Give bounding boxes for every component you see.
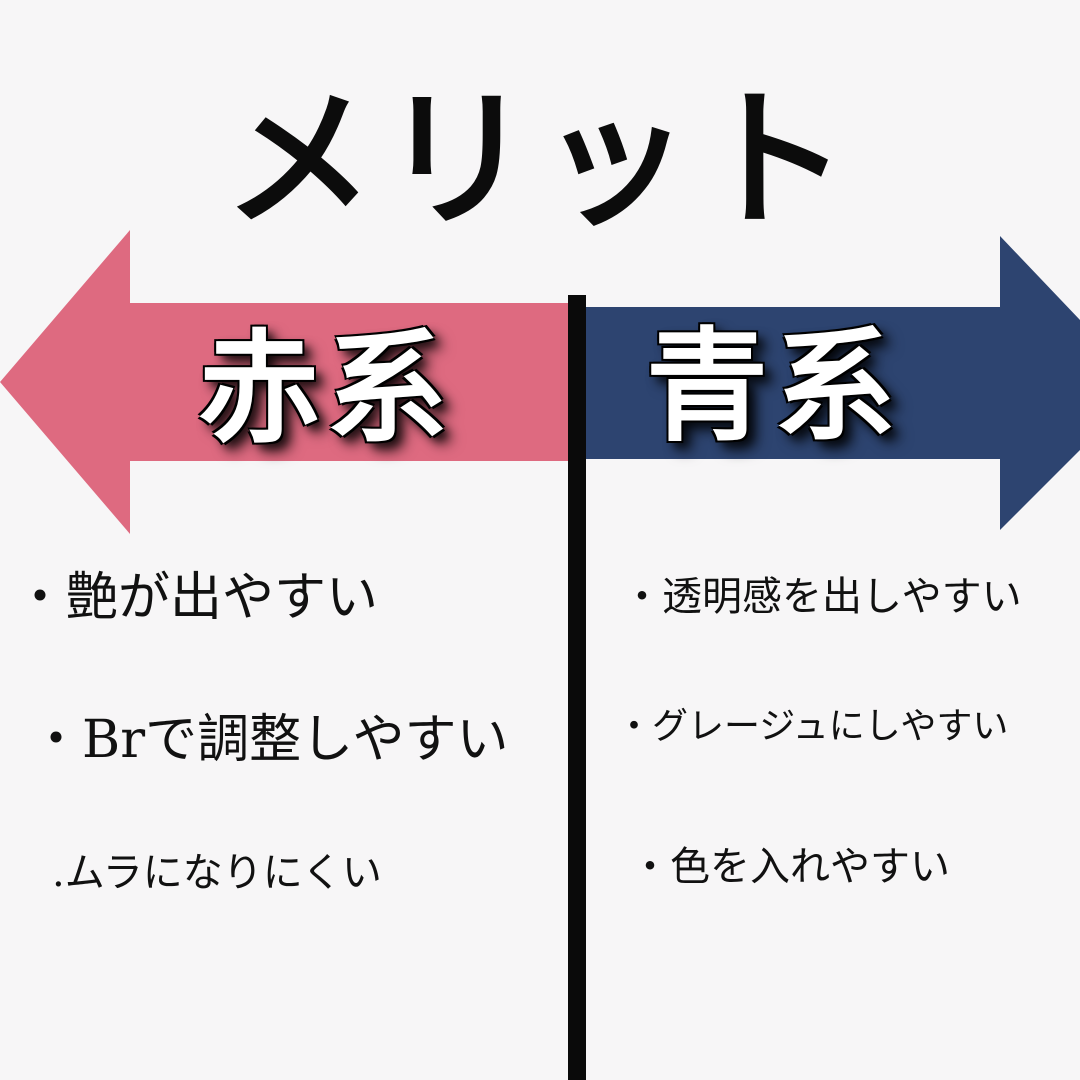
red-merit-item: ・Brで調整しやすい	[30, 710, 509, 770]
center-divider	[568, 295, 586, 1080]
blue-right-arrow	[586, 236, 1080, 530]
page-title: メリット	[223, 72, 856, 248]
blue-category-label: 青系	[646, 314, 902, 458]
red-left-arrow	[0, 230, 570, 534]
blue-merit-item: ・色を入れやすい	[630, 844, 950, 890]
red-merit-item: .ムラになりにくい	[52, 850, 382, 896]
red-merit-item: ・艶が出やすい	[14, 568, 379, 628]
red-category-label: 赤系	[198, 316, 454, 460]
blue-merit-item: ・透明感を出しやすい	[622, 574, 1022, 620]
blue-merit-item: ・グレージュにしやすい	[616, 706, 1009, 747]
